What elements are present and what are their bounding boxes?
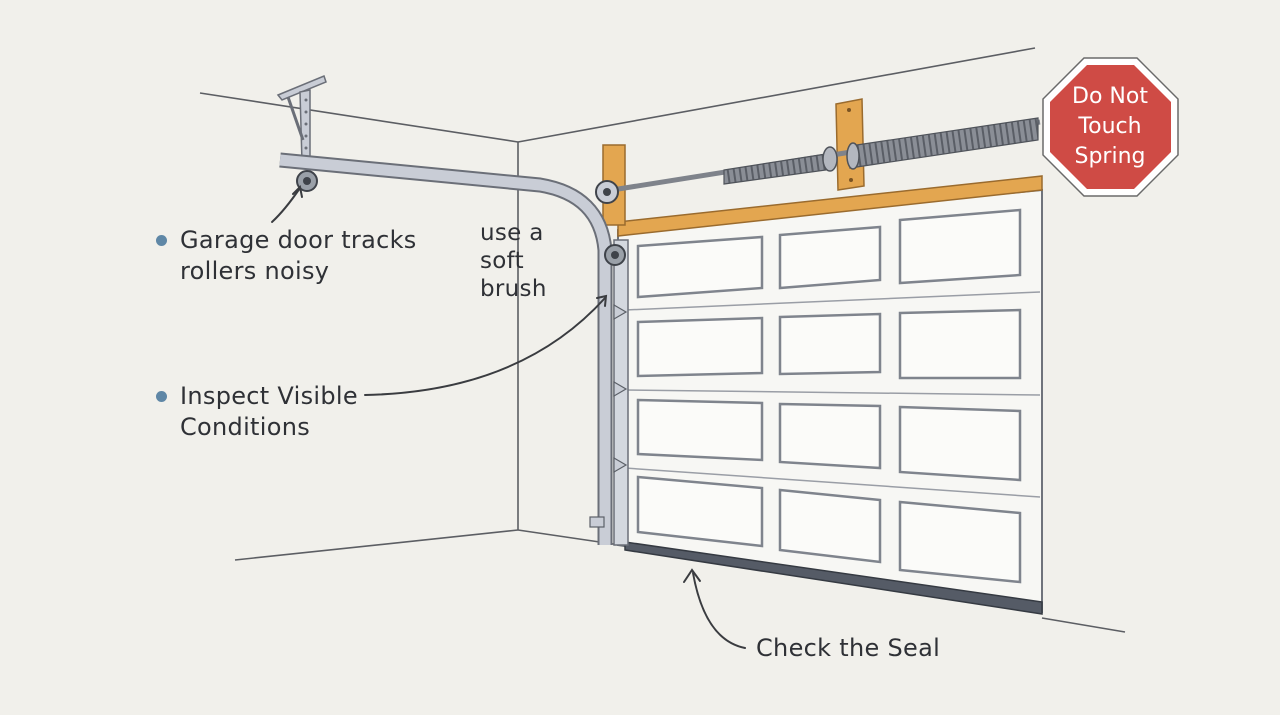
horizontal-track (276, 74, 613, 545)
door-panel (778, 225, 882, 290)
inspect-label: Inspect Visible Conditions (180, 381, 358, 443)
left-spring (723, 153, 827, 185)
bottom-bracket (589, 516, 605, 528)
inspect-arrow (364, 297, 606, 396)
seal-label: Check the Seal (756, 633, 940, 664)
door-panel (898, 500, 1022, 584)
bottom-seal (624, 541, 1043, 615)
door-panels (636, 208, 1022, 584)
header-board (617, 175, 1043, 237)
inspect-label-line-1: Inspect Visible (180, 382, 358, 410)
garage-door (617, 188, 1043, 615)
door-section-lines (624, 291, 1041, 498)
stop-sign-line-2: Touch (1078, 114, 1142, 139)
brush-label-line-2: soft (480, 248, 524, 274)
torsion-spring-assembly (595, 117, 1041, 204)
door-panel (898, 208, 1022, 285)
stop-sign-line-1: Do Not (1072, 84, 1148, 109)
track-fill (279, 154, 611, 545)
brush-label-line-1: use a (480, 220, 544, 246)
vertical-track (589, 239, 629, 546)
door-panel (636, 235, 764, 299)
tracks-label-line-1: Garage door tracks (180, 226, 417, 254)
door-panel (898, 308, 1022, 380)
door-panel (898, 405, 1022, 482)
track-outline (279, 152, 613, 545)
door-panel (778, 402, 882, 470)
spring-cone (822, 146, 838, 172)
back-wall-top-edge (517, 47, 1036, 143)
tracks-label-line-2: rollers noisy (180, 257, 330, 285)
brush-label-line-3: brush (480, 276, 547, 302)
spring-cone (846, 142, 860, 170)
inspect-arrowhead (596, 294, 608, 307)
door-panel (636, 475, 764, 548)
left-wall-top-edge (199, 92, 519, 143)
stop-sign (1042, 57, 1179, 197)
stop-sign-line-3: Spring (1074, 144, 1146, 169)
inspect-bullet (156, 391, 167, 402)
tracks-bullet (156, 235, 167, 246)
inspect-label-line-2: Conditions (180, 413, 311, 441)
tracks-arrowhead (292, 184, 303, 198)
door-panel (778, 312, 882, 376)
ceiling-bracket-top (276, 74, 327, 101)
right-floor-line (1041, 617, 1126, 633)
stop-sign-face (1050, 65, 1171, 189)
torsion-spring (849, 117, 1039, 169)
seal-arrowhead (683, 568, 701, 583)
tracks-arrow (271, 187, 301, 223)
seal-arrow (692, 572, 746, 649)
tracks-label: Garage door tracks rollers noisy (180, 225, 417, 287)
brush-label: use a soft brush (480, 219, 547, 303)
door-panel (636, 316, 764, 378)
left-floor-line (234, 529, 519, 561)
door-panel (636, 398, 764, 462)
hinges (613, 303, 628, 474)
room-walls (199, 47, 1126, 633)
door-panel (778, 488, 882, 564)
stop-sign-text: Do Not Touch Spring (1055, 82, 1165, 172)
annotation-arrows (271, 184, 746, 649)
seal-label-text: Check the Seal (756, 634, 941, 662)
